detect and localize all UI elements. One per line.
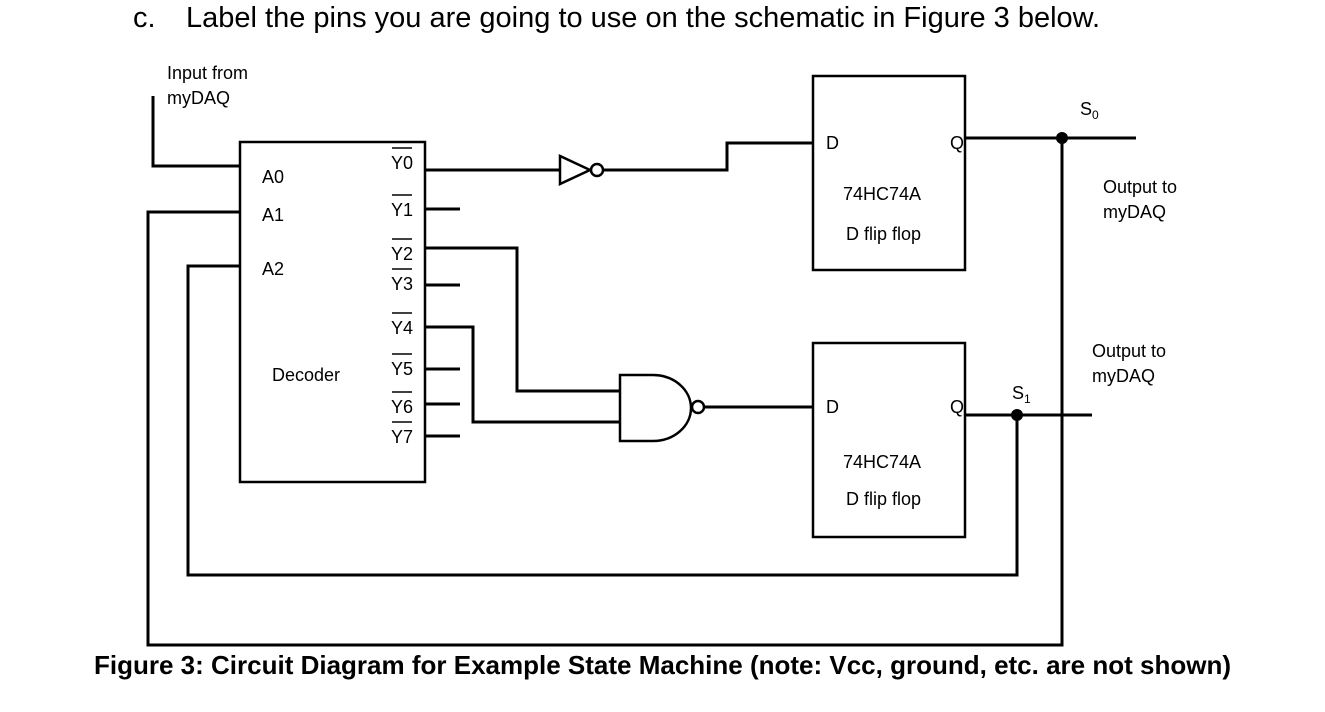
question-heading: c. Label the pins you are going to use o… — [0, 0, 1325, 50]
output-bottom-line1: Output to — [1092, 341, 1166, 361]
wire-input-a0 — [151, 96, 240, 168]
decoder-label: Decoder — [272, 365, 340, 385]
decoder-output-y4: Y4 — [391, 318, 413, 338]
decoder-output-y6: Y6 — [391, 397, 413, 417]
s0-label: S0 — [1080, 99, 1099, 122]
flipflop-bottom-box — [811, 341, 967, 539]
wire-s0-feedback-a1 — [146, 138, 1064, 647]
nand-gate — [618, 373, 693, 443]
output-overlines — [392, 147, 412, 423]
output-top-line1: Output to — [1103, 177, 1177, 197]
circuit-schematic: Input from myDAQ Decoder A0 A1 A2 Y0 Y1 … — [146, 63, 1177, 647]
decoder-output-y2: Y2 — [391, 244, 413, 264]
not-gate-bubble — [589, 162, 605, 178]
flipflop-top-d: D — [826, 133, 839, 153]
wire-y4-nand — [425, 325, 620, 424]
decoder-output-y7: Y7 — [391, 427, 413, 447]
decoder-output-y1: Y1 — [391, 200, 413, 220]
output-bottom-line2: myDAQ — [1092, 366, 1155, 386]
decoder-output-y5: Y5 — [391, 359, 413, 379]
figure-caption: Figure 3: Circuit Diagram for Example St… — [94, 650, 1231, 680]
decoder-input-a2: A2 — [262, 259, 284, 279]
flipflop-top-type: D flip flop — [846, 224, 921, 244]
s1-label: S1 — [1012, 383, 1031, 406]
output-top-line2: myDAQ — [1103, 202, 1166, 222]
unused-output-stubs — [425, 207, 460, 438]
decoder-output-y0: Y0 — [391, 153, 413, 173]
flipflop-top-box — [811, 74, 967, 272]
flipflop-bottom-q: Q — [950, 397, 964, 417]
wire-y2-nand — [425, 246, 620, 393]
flipflop-bottom-d: D — [826, 397, 839, 417]
flipflop-bottom-part: 74HC74A — [843, 452, 921, 472]
decoder-input-a0: A0 — [262, 167, 284, 187]
input-label-line2: myDAQ — [167, 88, 230, 108]
wire-s1-feedback-a2 — [186, 264, 1019, 577]
decoder-input-a1: A1 — [262, 205, 284, 225]
flipflop-top-q: Q — [950, 133, 964, 153]
flipflop-top-part: 74HC74A — [843, 184, 921, 204]
question-number: c. — [133, 2, 156, 34]
flipflop-bottom-type: D flip flop — [846, 489, 921, 509]
decoder-output-y3: Y3 — [391, 274, 413, 294]
not-gate — [558, 154, 593, 186]
question-text: Label the pins you are going to use on t… — [186, 2, 1101, 34]
decoder-box — [238, 140, 427, 484]
nand-gate-bubble — [690, 399, 706, 415]
input-label-line1: Input from — [167, 63, 248, 83]
wire-not-d-top — [603, 141, 813, 172]
